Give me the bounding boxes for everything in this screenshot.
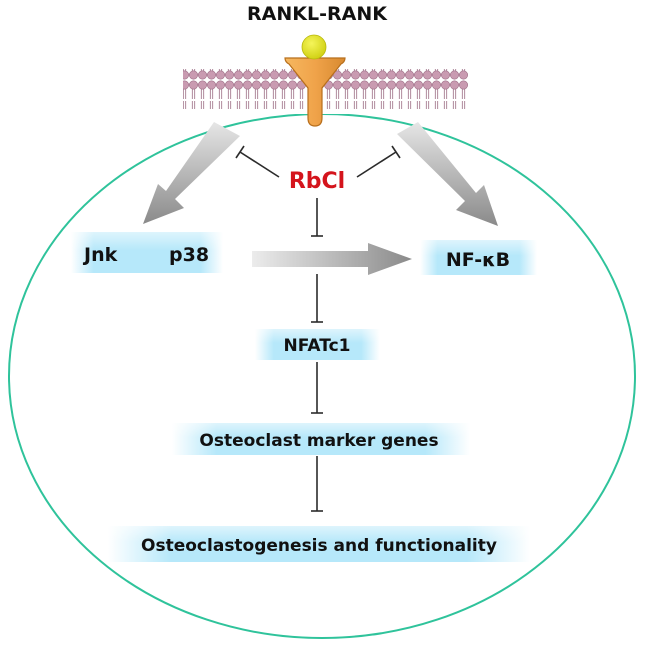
nfatc1-box: NFATc1	[255, 329, 380, 360]
inhibit-line-right	[356, 151, 397, 178]
inhibit-line-left	[239, 151, 280, 178]
inhibit-bar-right	[391, 145, 401, 159]
rankl-ligand-icon	[301, 34, 327, 60]
cascade-inhibition-lines	[311, 274, 323, 512]
inhibit-bar-left	[235, 145, 245, 159]
nfatc1-label: NFATc1	[284, 336, 351, 356]
arrow-to-nfkb	[397, 122, 498, 226]
rbcl-inhibition-lines	[235, 145, 401, 237]
marker-genes-label: Osteoclast marker genes	[199, 431, 438, 451]
jnk-p38-box: Jnk p38	[71, 232, 223, 273]
outcome-label: Osteoclastogenesis and functionality	[141, 536, 497, 556]
rank-receptor-icon	[284, 57, 346, 127]
p38-label: p38	[169, 244, 209, 266]
arrow-mapk-to-nfkb	[252, 243, 412, 275]
nfkb-label: NF-κB	[446, 249, 510, 271]
arrow-to-jnk-p38	[143, 122, 240, 224]
jnk-label: Jnk	[82, 244, 118, 266]
nfkb-box: NF-κB	[420, 240, 537, 275]
marker-genes-box: Osteoclast marker genes	[172, 423, 470, 455]
rbcl-inhibitor-label: RbCl	[289, 169, 345, 194]
diagram-title: RANKL-RANK	[247, 3, 388, 25]
outcome-box: Osteoclastogenesis and functionality	[108, 526, 530, 562]
